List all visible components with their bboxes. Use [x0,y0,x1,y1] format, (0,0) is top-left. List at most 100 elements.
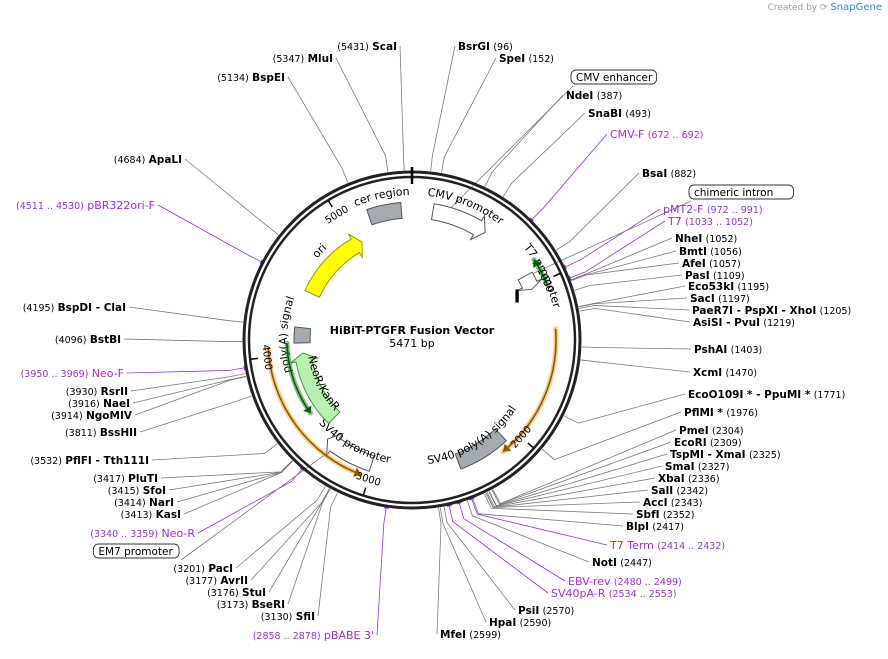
svg-text:(3811) BssHII: (3811) BssHII [65,427,137,439]
site-name: PflMI * [684,407,723,419]
site-snabi[interactable]: SnaBI (493) [588,108,651,120]
site-xcmi[interactable]: XcmI (1470) [693,367,757,379]
svg-text:(3130) SfiI: (3130) SfiI [261,611,315,623]
site-saci[interactable]: SacI (1197) [690,293,750,305]
primer-name: EBV-rev [568,575,611,588]
svg-text:SalI (2342): SalI (2342) [651,485,708,497]
site-apali[interactable]: (4684) ApaLI [114,154,182,166]
site-leader-nhei [570,237,673,281]
site-bseri[interactable]: (3173) BseRI [217,599,285,611]
site-mlui[interactable]: (5347) MluI [273,53,333,65]
site-paer7i-pspxi-xhoi[interactable]: PaeR7I - PspXI - XhoI (1205) [692,305,851,317]
site-bsai[interactable]: BsaI (882) [642,168,696,180]
site-leader-smai [488,465,663,507]
primer-cmv-f[interactable]: CMV-F (672 .. 692) [610,128,703,141]
svg-text:pMT2-F (972 .. 991): pMT2-F (972 .. 991) [663,203,763,216]
feature-poly-a-signal[interactable] [293,326,312,344]
site-avrii[interactable]: (3177) AvrII [185,575,248,587]
site-blpi[interactable]: BlpI (2417) [626,521,684,533]
primer-pbabe-3[interactable]: (2858 .. 2878) pBABE 3' [253,629,374,642]
site-noti[interactable]: NotI (2447) [592,557,652,569]
site-position: (3930) [66,387,98,398]
site-afei[interactable]: AfeI (1057) [682,258,741,270]
feature-neor-kanr[interactable] [290,352,341,425]
site-name: BspDI - ClaI [58,302,126,314]
primer-neo-f[interactable]: (3950 .. 3969) Neo-F [21,367,124,380]
boxed-label-em7-promoter[interactable]: EM7 promoter [92,543,180,559]
feature-sv40-poly-a-signal[interactable] [454,428,508,470]
primer-pmt2-f[interactable]: pMT2-F (972 .. 991) [663,203,763,216]
primer-name: T7 Term [609,539,654,552]
site-leader-bsrgi [430,45,456,172]
site-sfoi[interactable]: (3415) SfoI [108,485,166,497]
site-name: PmeI [679,425,709,437]
site-nhei[interactable]: NheI (1052) [675,233,737,245]
site-leader-pluti [160,460,293,479]
site-psii[interactable]: PsiI (2570) [518,605,574,617]
site-pmei[interactable]: PmeI (2304) [679,425,744,437]
feature-t7-promoter[interactable] [517,271,543,291]
primer-leader-pbr322ori-f [157,204,262,263]
svg-text:PasI (1109): PasI (1109) [685,270,745,282]
site-xbai[interactable]: XbaI (2336) [658,473,720,485]
site-position: (2327) [698,462,730,473]
site-bspdi-clai[interactable]: (4195) BspDI - ClaI [23,302,126,314]
site-scai[interactable]: (5431) ScaI [337,41,397,53]
site-nari[interactable]: (3414) NarI [114,497,174,509]
site-ngomiv[interactable]: (3914) NgoMIV [51,410,133,422]
primer-ebv-rev[interactable]: EBV-rev (2480 .. 2499) [568,575,682,588]
feature-cmv-promoter[interactable] [430,203,486,241]
svg-text:(5347) MluI: (5347) MluI [273,53,333,65]
site-mfei[interactable]: MfeI (2599) [440,629,501,641]
boxed-label-chimeric-intron[interactable]: chimeric intron [688,184,794,200]
boxed-label-text: EM7 promoter [98,546,173,558]
site-rsrii[interactable]: (3930) RsrII [66,386,128,398]
site-naei[interactable]: (3916) NaeI [68,398,130,410]
site-sali[interactable]: SalI (2342) [651,485,708,497]
site-ecoo109i-ppumi[interactable]: EcoO109I * - PpuMI * (1771) [688,389,845,401]
site-spei[interactable]: SpeI (152) [499,53,554,65]
site-acci[interactable]: AccI (2343) [643,497,702,509]
primer-pbr322ori-f[interactable]: (4511 .. 4530) pBR322ori-F [16,199,155,212]
site-position: (387) [597,91,623,102]
site-kasi[interactable]: (3413) KasI [121,509,181,521]
site-position: (2447) [620,558,652,569]
primer-sv40pa-r[interactable]: SV40pA-R (2534 .. 2553) [551,587,677,600]
site-bsshii[interactable]: (3811) BssHII [65,427,137,439]
primer-neo-r[interactable]: (3340 .. 3359) Neo-R [90,527,195,540]
site-pflfi-tth111i[interactable]: (3532) PflFI - Tth111I [30,455,149,467]
site-sbfi[interactable]: SbfI (2352) [636,509,695,521]
site-pshai[interactable]: PshAI (1403) [694,344,762,356]
site-ecori[interactable]: EcoRI (2309) [674,437,742,449]
primer-range: (2414 .. 2432) [657,541,725,552]
plasmid-name: HiBiT-PTGFR Fusion Vector [330,324,495,337]
site-bstbi[interactable]: (4096) BstBI [55,334,121,346]
site-name: ScaI [372,41,397,53]
feature-ori[interactable] [304,233,363,298]
site-smai[interactable]: SmaI (2327) [665,461,729,473]
site-leader-sali [485,489,649,508]
site-asisi-pvui[interactable]: AsiSI - PvuI (1219) [693,317,795,329]
site-leader-stui [268,488,330,593]
site-pflmi[interactable]: PflMI * (1976) [684,407,758,419]
site-pluti[interactable]: (3417) PluTI [93,473,158,485]
site-bspei[interactable]: (5134) BspEI [217,72,285,84]
feature-cer-region[interactable] [366,201,403,226]
site-tspmi-xmai[interactable]: TspMI - XmaI (2325) [670,449,781,461]
boxed-label-cmv-enhancer[interactable]: CMV enhancer [570,69,658,85]
feature-sv40-promoter[interactable] [326,432,375,472]
site-hpai[interactable]: HpaI (2590) [489,617,551,629]
site-stui[interactable]: (3176) StuI [207,587,266,599]
site-ndei[interactable]: NdeI (387) [566,90,622,102]
tick-mark-1000 [553,272,561,278]
site-pasi[interactable]: PasI (1109) [685,270,745,282]
site-paci[interactable]: (3201) PacI [173,563,233,575]
site-bmti[interactable]: BmtI (1056) [679,246,742,258]
primer-t7[interactable]: T7 (1033 .. 1052) [667,215,753,228]
primer-t7-term[interactable]: T7 Term (2414 .. 2432) [609,539,725,552]
boxed-leader-cmv-enhancer [450,85,574,208]
site-sfii[interactable]: (3130) SfiI [261,611,315,623]
site-eco53ki[interactable]: Eco53kI (1195) [688,281,769,293]
svg-text:(3415) SfoI: (3415) SfoI [108,485,166,497]
site-bsrgi[interactable]: BsrGI (96) [458,41,513,53]
